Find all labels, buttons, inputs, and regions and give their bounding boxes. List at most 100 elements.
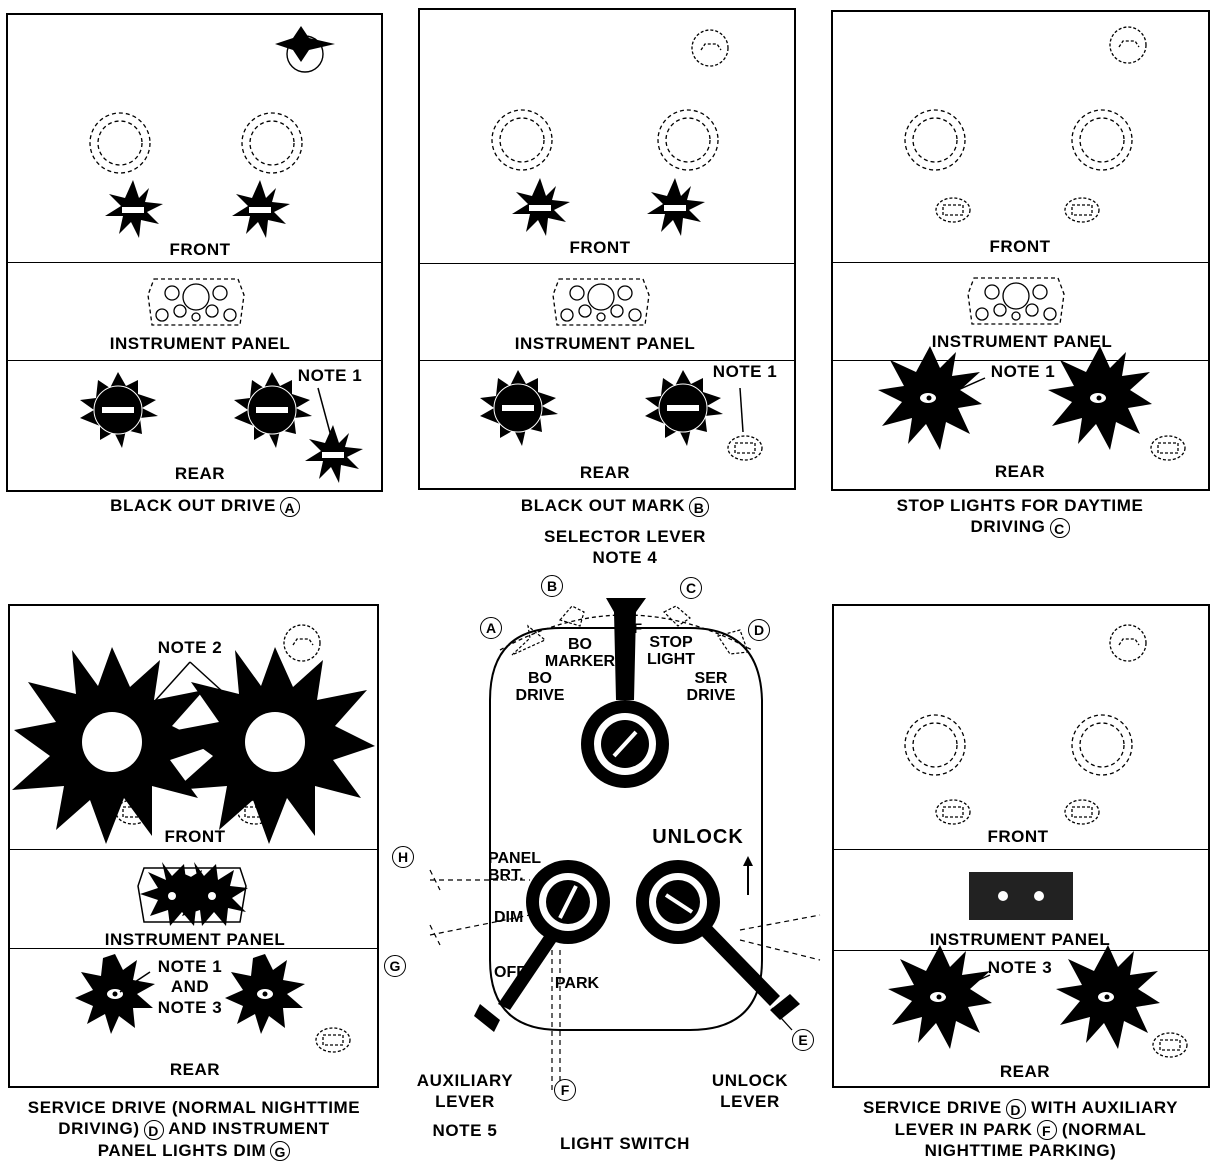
caption-text: (NORMAL bbox=[1061, 1119, 1147, 1139]
divider bbox=[8, 360, 381, 361]
top-lamp-off-icon bbox=[1109, 26, 1147, 64]
blackout-marker-lit-icon bbox=[647, 178, 705, 236]
rear-label: REAR bbox=[579, 463, 631, 482]
selector-arc bbox=[499, 614, 753, 651]
caption-text: LEVER IN PARK bbox=[894, 1119, 1033, 1139]
caption-text: PANEL LIGHTS DIM bbox=[97, 1140, 267, 1160]
position-e-badge: E bbox=[792, 1029, 814, 1051]
caption-text: NIGHTTIME PARKING) bbox=[924, 1141, 1117, 1161]
caption-text: BLACK OUT MARK bbox=[520, 496, 686, 515]
pos-ser-drive-label: SER DRIVE bbox=[676, 670, 746, 704]
panel-blackout-drive bbox=[6, 13, 383, 492]
pos-text: PANEL bbox=[488, 850, 542, 867]
blackout-marker-lit-icon bbox=[105, 180, 163, 238]
selector-lever[interactable] bbox=[581, 598, 669, 788]
rear-service-lit-icon bbox=[75, 954, 155, 1034]
pos-text: BO bbox=[528, 670, 552, 687]
pos-text: BRT. bbox=[488, 867, 524, 884]
blackout-marker-off-icon bbox=[1064, 197, 1100, 223]
panel-blackout-mark bbox=[418, 8, 796, 490]
unlock-text: UNLOCK bbox=[711, 1071, 789, 1090]
caption-text: STOP LIGHTS FOR DAYTIME bbox=[896, 496, 1144, 515]
note5-text: NOTE 5 bbox=[432, 1121, 498, 1140]
light-switch-title: LIGHT SWITCH bbox=[560, 1134, 690, 1153]
position-h-badge: H bbox=[392, 846, 414, 868]
note-label: NOTE 1 bbox=[990, 362, 1056, 381]
headlight-icon bbox=[1071, 714, 1133, 776]
pos-off-label: OFF bbox=[614, 620, 642, 636]
headlight-icon bbox=[904, 109, 966, 171]
note-leader-line bbox=[939, 377, 986, 399]
aux-text: LEVER bbox=[435, 1092, 495, 1111]
position-g-badge: G bbox=[384, 955, 406, 977]
note-label: NOTE 3 bbox=[157, 998, 223, 1017]
note-leader-line bbox=[144, 661, 191, 713]
note-leader-line bbox=[189, 661, 246, 713]
panel-brt-label: PANEL BRT. bbox=[488, 850, 548, 884]
pos-bo-marker-label: BO MARKER bbox=[540, 636, 620, 670]
pos-text: MARKER bbox=[544, 653, 616, 670]
blackout-marker-off-icon bbox=[1064, 799, 1100, 825]
pos-text: DRIVE bbox=[515, 687, 565, 704]
caption-service-drive: SERVICE DRIVE (NORMAL NIGHTTIME DRIVING)… bbox=[0, 1097, 388, 1162]
top-lamp-off-icon bbox=[691, 29, 729, 67]
selector-lever-label: SELECTOR LEVER bbox=[543, 527, 707, 546]
headlight-icon bbox=[241, 112, 303, 174]
pos-bo-drive-label: BO DRIVE bbox=[505, 670, 575, 704]
blackout-marker-lit-icon bbox=[232, 180, 290, 238]
instrument-panel-lit-icon bbox=[137, 862, 248, 926]
unlock-lever-label: UNLOCK LEVER bbox=[690, 1070, 810, 1112]
headlight-icon bbox=[1071, 109, 1133, 171]
top-lamp-off-icon bbox=[283, 624, 321, 662]
headlight-lit-icon bbox=[175, 647, 375, 844]
note-leader-line bbox=[739, 387, 744, 433]
position-badge: D bbox=[143, 1119, 164, 1140]
front-label: FRONT bbox=[569, 238, 631, 257]
instrument-panel-icon bbox=[967, 277, 1065, 325]
selector-lever-title: SELECTOR LEVER NOTE 4 bbox=[500, 526, 750, 568]
front-label: FRONT bbox=[164, 827, 226, 846]
selector-note-label: NOTE 4 bbox=[592, 548, 658, 567]
rear-service-lit-icon bbox=[1056, 945, 1160, 1049]
headlight-icon bbox=[89, 112, 151, 174]
divider bbox=[833, 360, 1208, 361]
position-badge: D bbox=[1005, 1098, 1026, 1119]
panel-c-graphics bbox=[878, 26, 1186, 461]
divider bbox=[834, 849, 1208, 850]
divider bbox=[420, 263, 794, 264]
headlight-icon bbox=[491, 109, 553, 171]
front-label: FRONT bbox=[987, 827, 1049, 846]
pos-text: BO bbox=[568, 636, 592, 653]
rear-stop-lit-icon bbox=[305, 425, 363, 483]
caption-text: WITH AUXILIARY bbox=[1031, 1098, 1179, 1117]
caption-text: BLACK OUT DRIVE bbox=[110, 496, 276, 515]
aux-text: AUXILIARY bbox=[416, 1071, 514, 1090]
divider bbox=[833, 262, 1208, 263]
auxiliary-lever-label: AUXILIARY LEVER NOTE 5 bbox=[405, 1070, 525, 1141]
blackout-marker-off-icon bbox=[935, 799, 971, 825]
divider bbox=[834, 950, 1208, 951]
position-c-badge: C bbox=[680, 577, 702, 599]
caption-text: SERVICE DRIVE bbox=[862, 1098, 1002, 1117]
unlock-lever[interactable] bbox=[636, 860, 800, 1020]
note-label: AND bbox=[170, 977, 210, 996]
rear-blackout-off-icon bbox=[1152, 1032, 1188, 1058]
auxiliary-lever[interactable] bbox=[474, 860, 610, 1032]
headlight-lit-icon bbox=[12, 647, 212, 844]
divider bbox=[10, 849, 377, 850]
off-label: OFF bbox=[494, 964, 526, 981]
note-leader-line bbox=[317, 387, 333, 441]
instrument-panel-label: INSTRUMENT PANEL bbox=[931, 332, 1113, 351]
position-a-badge: A bbox=[480, 617, 502, 639]
rear-blackout-off-icon bbox=[315, 1027, 351, 1053]
top-lamp-lit-icon bbox=[275, 26, 335, 73]
position-b-badge: B bbox=[541, 575, 563, 597]
pos-text: SER bbox=[694, 670, 728, 687]
panel-e-graphics bbox=[888, 624, 1188, 1058]
blackout-marker-off-icon bbox=[935, 197, 971, 223]
light-switch-graphics bbox=[429, 598, 821, 1090]
pos-text: DRIVE bbox=[686, 687, 736, 704]
